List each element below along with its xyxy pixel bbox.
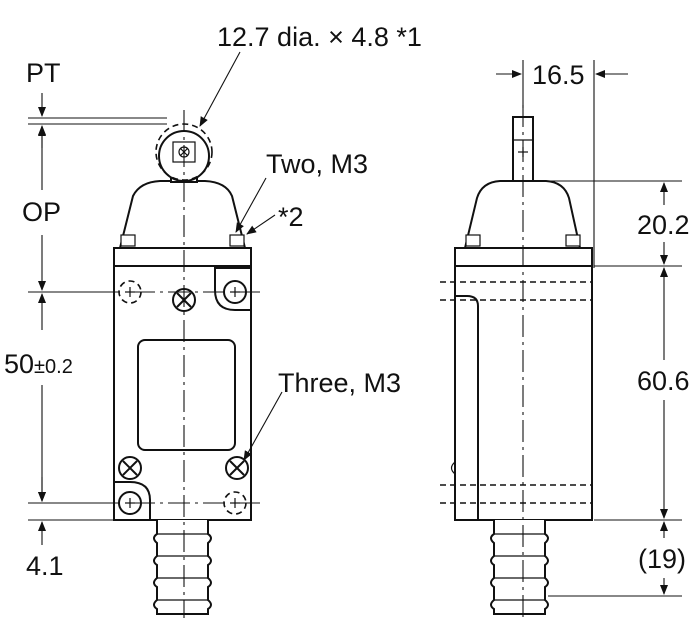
front-top-block — [113, 247, 252, 267]
label-pt: PT — [26, 58, 61, 88]
side-dimensions: 16.5 20.2 60.6 (19) — [496, 60, 690, 597]
front-head-body — [118, 180, 247, 249]
front-head-screw-right — [229, 234, 245, 247]
label-dim-4-1: 4.1 — [26, 551, 64, 581]
front-screw-x-lower-right — [225, 456, 249, 480]
front-view — [98, 110, 262, 618]
front-head-screw-left — [120, 234, 136, 247]
label-dim-50: 50±0.2 — [4, 349, 73, 379]
label-dim-20-2: 20.2 — [637, 210, 690, 240]
side-head-screw-left — [465, 234, 481, 247]
label-dim-16-5: 16.5 — [532, 60, 585, 90]
front-dimensions: 12.7 dia. × 4.8 *1 PT OP Two, M3 *2 50±0… — [4, 22, 422, 581]
front-conduit — [153, 520, 212, 615]
label-three-m3: Three, M3 — [278, 368, 401, 398]
label-dim-19: (19) — [638, 544, 686, 574]
label-op: OP — [22, 197, 61, 227]
label-note-2: *2 — [278, 202, 304, 232]
side-head-screw-right — [565, 234, 581, 247]
front-screw-x-lower-left — [118, 456, 142, 480]
front-window — [137, 339, 236, 451]
label-two-m3: Two, M3 — [266, 149, 368, 179]
side-view — [440, 105, 593, 618]
side-conduit — [490, 520, 549, 615]
label-dim-60-6: 60.6 — [637, 366, 690, 396]
label-roller: 12.7 dia. × 4.8 *1 — [217, 22, 422, 52]
